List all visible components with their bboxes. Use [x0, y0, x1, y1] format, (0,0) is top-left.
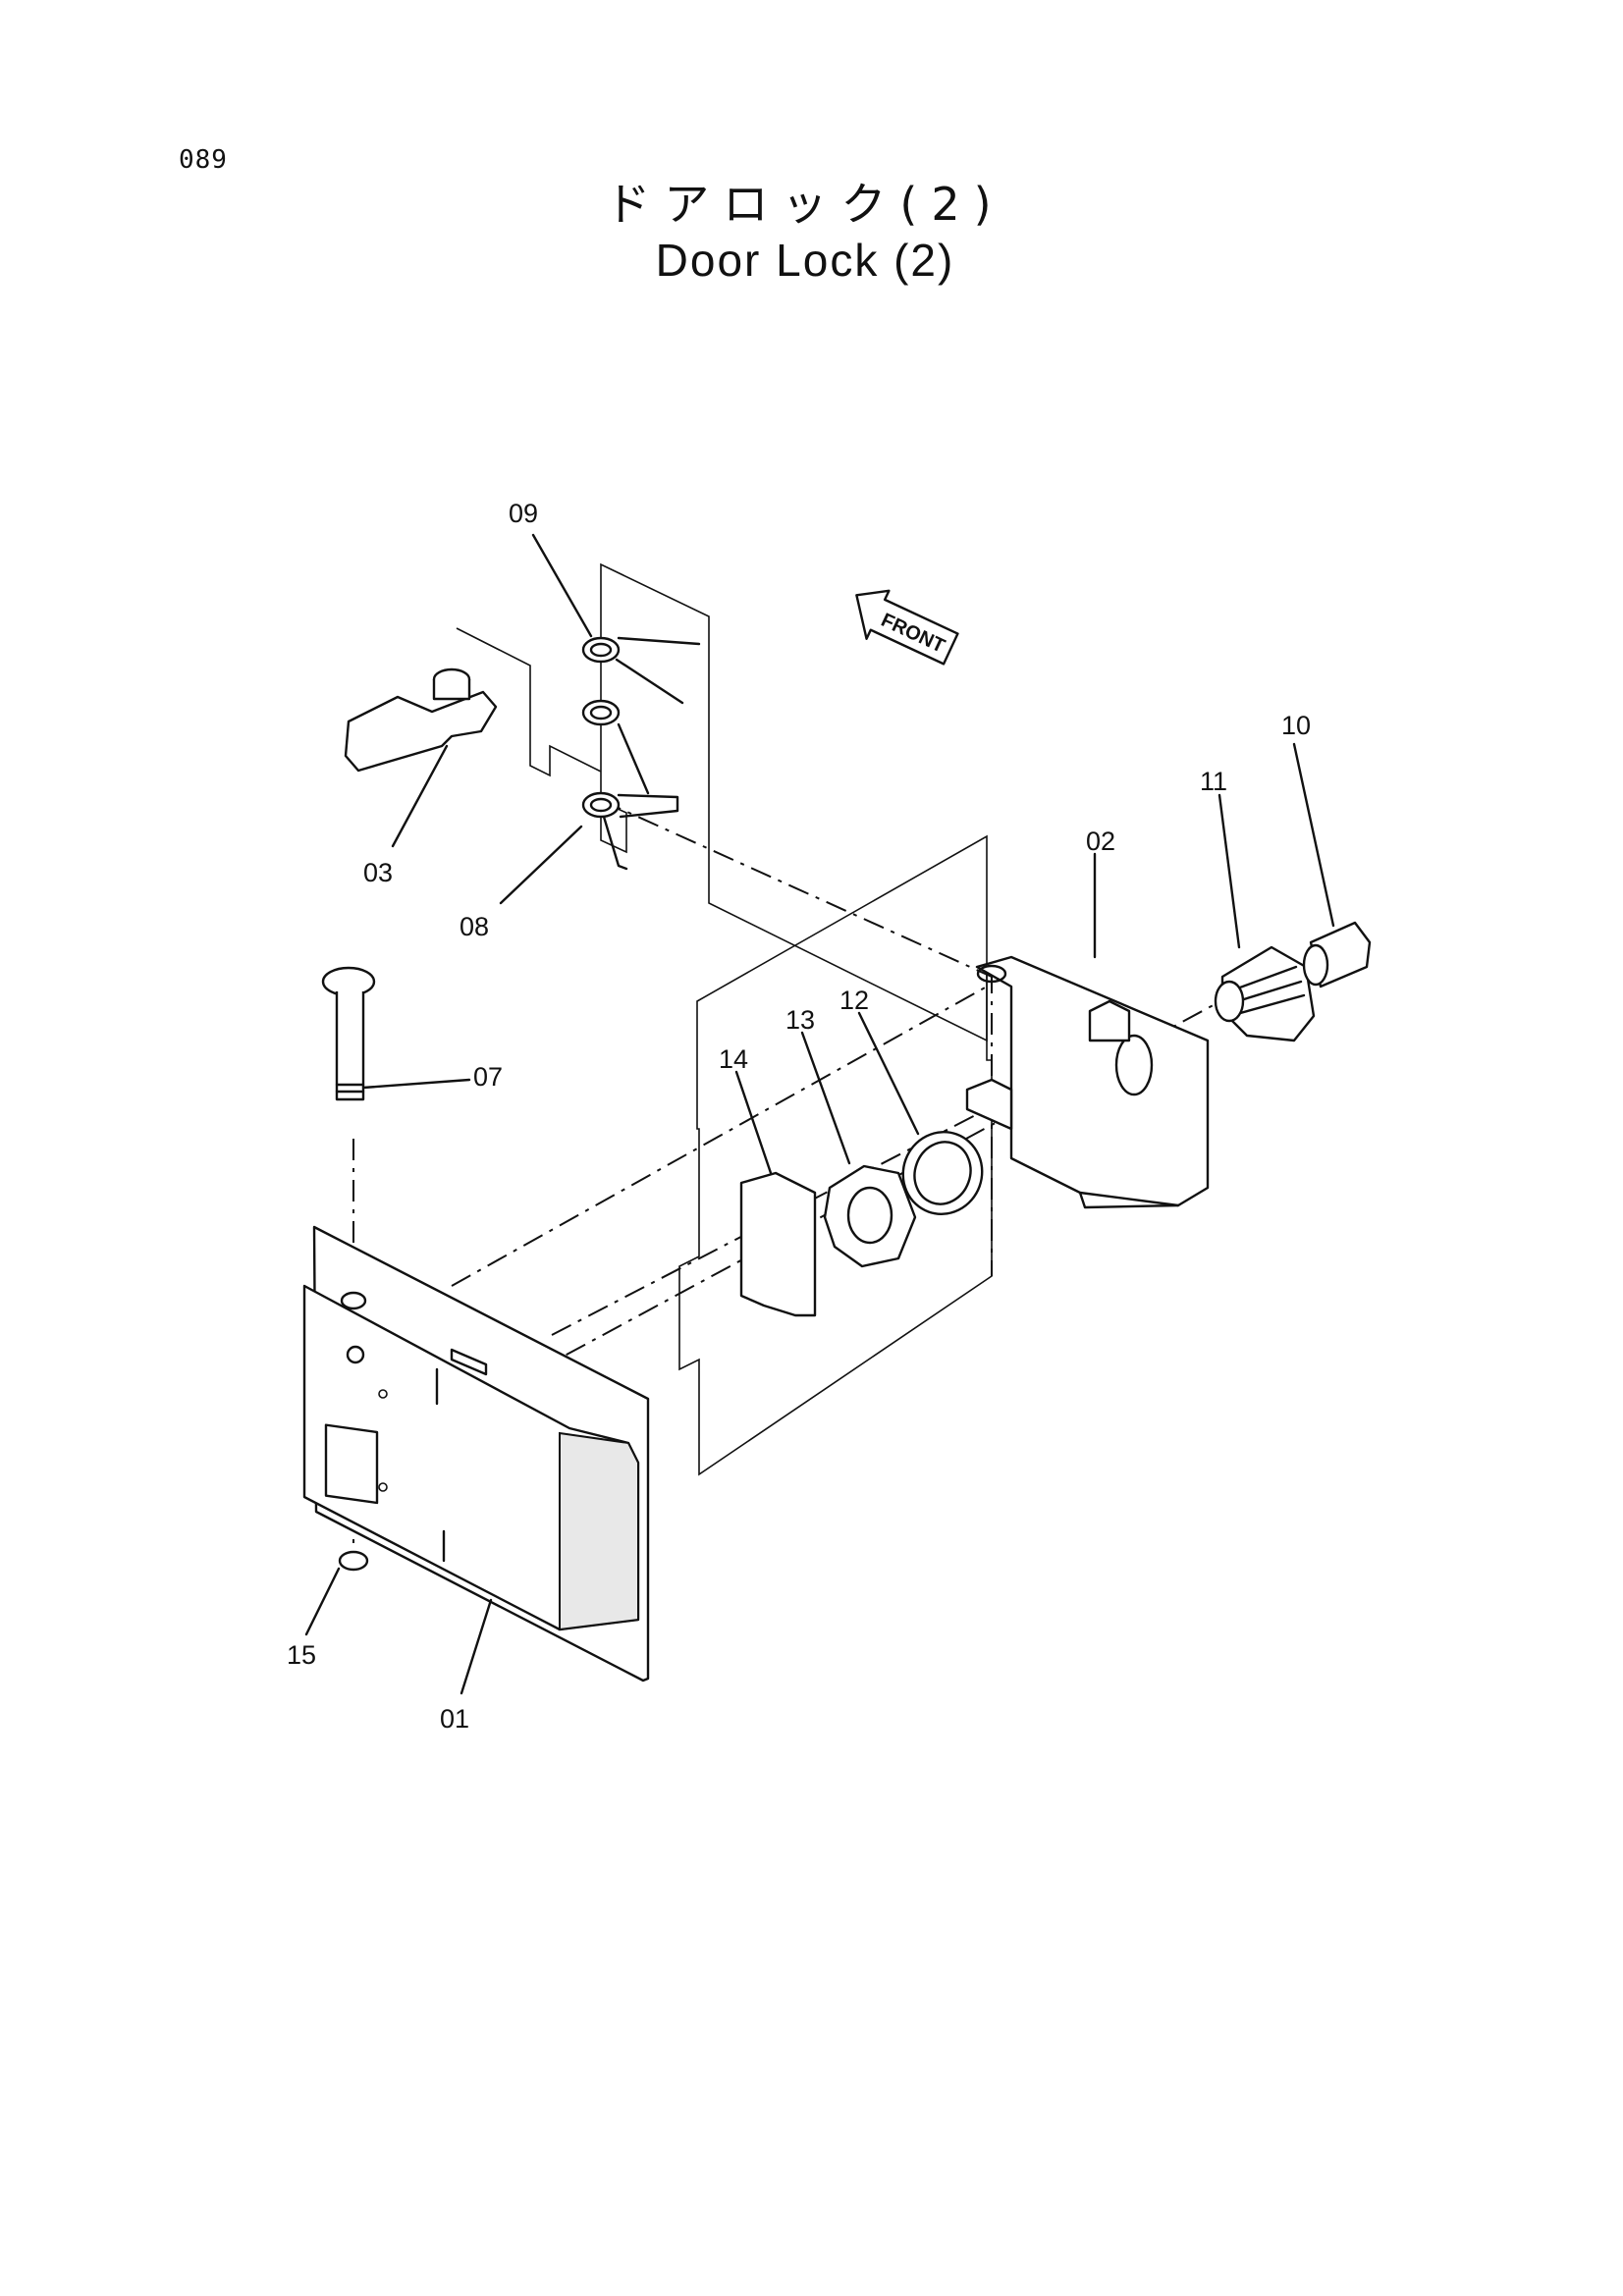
- callout-02: 02: [1086, 827, 1115, 856]
- front-arrow-marker: FRONT: [855, 589, 959, 666]
- callout-12: 12: [839, 986, 869, 1015]
- axis-line-upper: [451, 986, 988, 1287]
- center-reference-plane: [678, 834, 993, 1476]
- callout-07: 07: [473, 1062, 503, 1092]
- part-02-bracket: [965, 955, 1210, 1209]
- page-number: 089: [179, 145, 228, 175]
- title-block: ドアロック(2) Door Lock (2): [530, 177, 1080, 289]
- callout-09: 09: [509, 499, 538, 528]
- part-15-clip: [338, 1550, 369, 1572]
- title-english: Door Lock (2): [655, 235, 955, 286]
- part-01-lock-housing: [302, 1225, 650, 1682]
- leader-lines: [304, 533, 1335, 1695]
- callout-03: 03: [363, 858, 393, 887]
- callout-01: 01: [440, 1704, 469, 1734]
- callout-15: 15: [287, 1640, 316, 1670]
- part-12-washer: [901, 1131, 984, 1215]
- part-11-cylinder: [1214, 945, 1316, 1042]
- part-13-nut: [823, 1164, 917, 1268]
- callout-11: 11: [1200, 767, 1227, 796]
- part-14-plate: [739, 1171, 817, 1317]
- axis-line-bracket-top: [600, 799, 993, 978]
- part-09-spring-upper: [581, 636, 701, 795]
- part-03-lever: [344, 667, 498, 773]
- callout-14: 14: [719, 1044, 748, 1074]
- title-japanese: ドアロック(2): [605, 178, 1005, 231]
- part-callouts: 09 03 08 07 02 11 10 12 13 14 15 01: [287, 499, 1311, 1734]
- part-08-spring-lower: [581, 791, 679, 871]
- callout-10: 10: [1281, 711, 1311, 740]
- callout-13: 13: [785, 1005, 815, 1035]
- callout-08: 08: [460, 912, 489, 941]
- part-07-pin: [321, 966, 376, 1101]
- part-10-key-plug: [1302, 921, 1372, 988]
- upper-reference-plane: [456, 562, 988, 1042]
